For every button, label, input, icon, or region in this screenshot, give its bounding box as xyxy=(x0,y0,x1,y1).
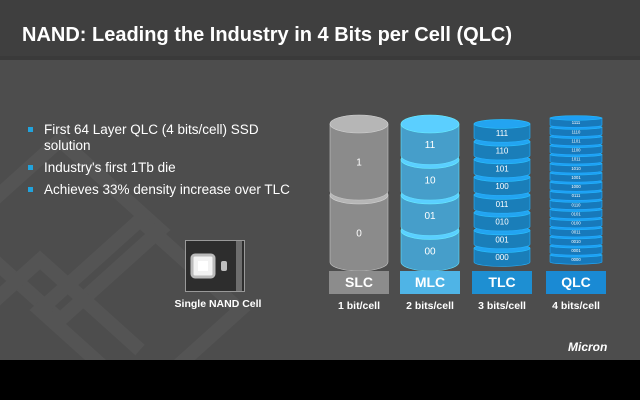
cell-level-value: 0100 xyxy=(571,221,581,226)
cell-level-value: 0111 xyxy=(572,193,581,198)
nand-cell-image xyxy=(185,240,245,292)
cell-level-body xyxy=(473,230,531,249)
cell-level-value: 1101 xyxy=(571,138,581,143)
cell-level-body xyxy=(473,123,531,143)
bullet-marker-icon xyxy=(28,165,33,170)
nand-cell-icon xyxy=(186,241,244,291)
bullet-item: Industry's first 1Tb die xyxy=(28,160,298,176)
cell-level-body xyxy=(473,212,531,232)
cell-level-value: 0110 xyxy=(571,202,581,207)
cell-level-body xyxy=(400,194,460,236)
cell-level-value: 110 xyxy=(496,147,509,156)
cell-level-cap xyxy=(400,114,460,134)
cell-level-value: 00 xyxy=(424,246,436,257)
cell-level-value: 000 xyxy=(495,253,509,262)
cell-level-value: 0001 xyxy=(571,248,581,253)
cell-level-body xyxy=(473,176,531,196)
stack-type-label-slc: SLC xyxy=(329,271,389,294)
title-divider xyxy=(0,56,640,60)
cell-level-value: 0101 xyxy=(571,211,581,216)
bullet-marker-icon xyxy=(28,187,33,192)
cell-level-tlc: 111 xyxy=(473,119,531,143)
cell-level-value: 011 xyxy=(496,200,509,209)
cell-level-value: 1111 xyxy=(572,120,581,125)
cell-level-cap xyxy=(549,115,603,121)
cell-level-qlc: 1100 xyxy=(549,142,603,156)
bullet-list: First 64 Layer QLC (4 bits/cell) SSD sol… xyxy=(28,122,298,204)
stack-type-label-qlc: QLC xyxy=(546,271,606,294)
bullet-text: Industry's first 1Tb die xyxy=(44,160,176,175)
cell-stacks: 0100011011000001010011100101110111000000… xyxy=(329,114,603,272)
nand-cell-caption: Single NAND Cell xyxy=(174,298,262,310)
cell-level-value: 0000 xyxy=(571,257,581,262)
bullet-text: First 64 Layer QLC (4 bits/cell) SSD sol… xyxy=(44,122,259,153)
cell-level-value: 1010 xyxy=(571,166,581,171)
cell-level-value: 100 xyxy=(495,182,509,191)
cell-level-cap xyxy=(329,114,389,134)
cell-level-value: 101 xyxy=(495,164,509,173)
cell-level-value: 1011 xyxy=(571,157,581,162)
cell-level-value: 01 xyxy=(424,211,436,222)
cell-level-value: 0010 xyxy=(571,239,581,244)
cell-level-value: 111 xyxy=(496,129,509,138)
cell-level-body xyxy=(473,194,531,214)
stack-type-label-tlc: TLC xyxy=(472,271,532,294)
bullet-item: First 64 Layer QLC (4 bits/cell) SSD sol… xyxy=(28,122,298,154)
bits-per-cell-label-slc: 1 bit/cell xyxy=(337,300,380,312)
cell-level-value: 010 xyxy=(495,218,509,227)
cell-level-value: 11 xyxy=(425,140,436,151)
cell-level-cap xyxy=(473,119,531,129)
cell-level-body xyxy=(329,123,389,201)
bits-per-cell-label-tlc: 3 bits/cell xyxy=(478,300,526,312)
cell-level-body xyxy=(400,230,460,272)
cell-level-body xyxy=(400,159,460,201)
title-bar xyxy=(0,0,640,56)
cell-level-body xyxy=(400,123,460,165)
cell-level-body xyxy=(329,194,389,272)
cell-level-value: 1110 xyxy=(572,129,581,134)
background-pattern xyxy=(0,130,251,360)
cell-level-mlc: 11 xyxy=(400,114,460,165)
cell-level-qlc: 1111 xyxy=(549,115,603,128)
micron-logo: Micron xyxy=(568,340,608,354)
bullet-item: Achieves 33% density increase over TLC xyxy=(28,182,298,198)
cell-level-value: 1001 xyxy=(571,175,581,180)
slide: NAND: Leading the Industry in 4 Bits per… xyxy=(0,0,640,360)
slide-title: NAND: Leading the Industry in 4 Bits per… xyxy=(22,24,513,46)
bullet-text: Achieves 33% density increase over TLC xyxy=(44,182,290,197)
cell-level-body xyxy=(473,141,531,161)
bits-per-cell-label-qlc: 4 bits/cell xyxy=(552,300,600,312)
cell-level-body xyxy=(473,247,531,267)
cell-level-value: 10 xyxy=(424,175,436,186)
cell-level-value: 0 xyxy=(356,229,362,240)
cell-level-value: 1100 xyxy=(571,148,581,153)
cell-level-value: 1 xyxy=(356,158,362,169)
bullet-marker-icon xyxy=(28,127,33,132)
cell-level-slc: 1 xyxy=(329,114,389,201)
cell-level-value: 0011 xyxy=(571,230,581,235)
bits-per-cell-label-mlc: 2 bits/cell xyxy=(406,300,454,312)
cell-level-value: 1000 xyxy=(571,184,581,189)
cell-level-value: 001 xyxy=(495,235,509,244)
cell-level-body xyxy=(473,159,531,178)
stack-type-label-mlc: MLC xyxy=(400,271,460,294)
